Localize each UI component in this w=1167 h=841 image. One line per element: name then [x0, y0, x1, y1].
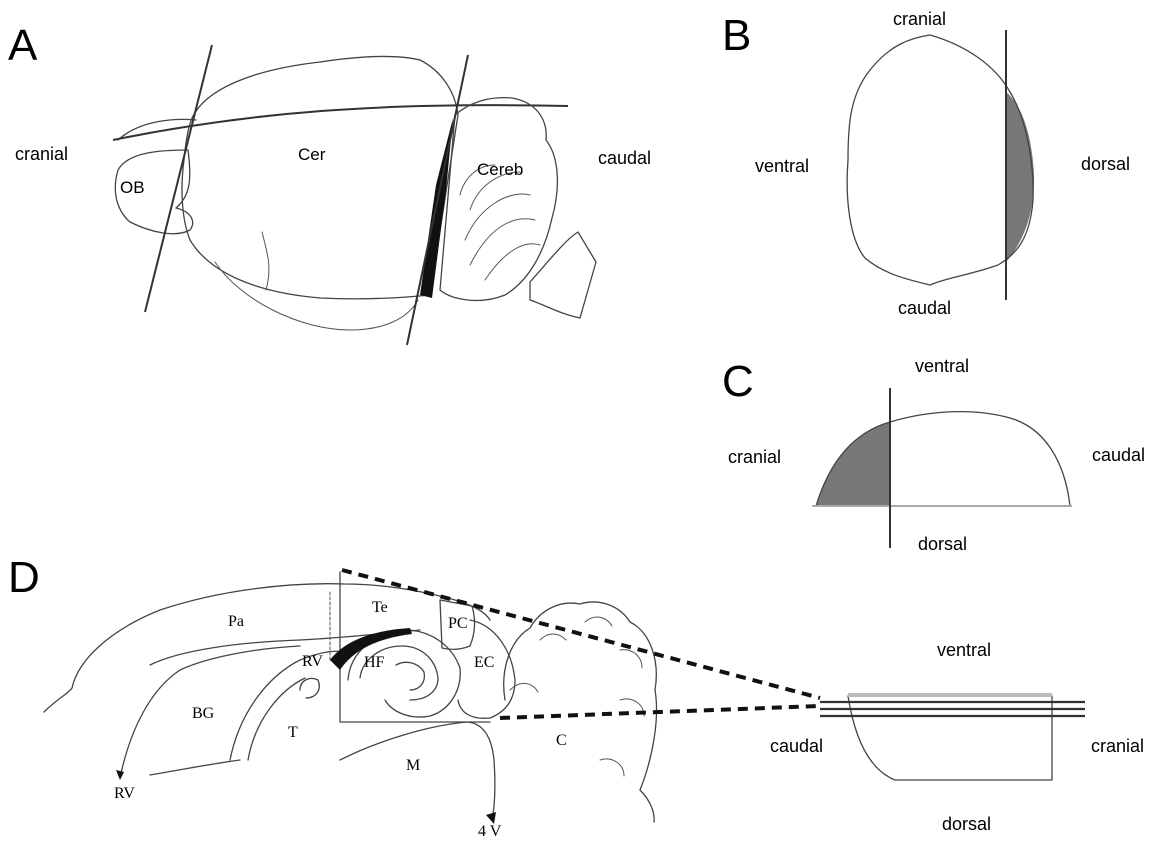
cerebellum-folia-4: [485, 244, 540, 280]
rv-outer-label: RV: [114, 785, 135, 802]
inset-dorsal-label: dorsal: [942, 814, 991, 834]
cerebellum-d-folia-3: [620, 650, 642, 668]
te-label: Te: [372, 599, 388, 616]
panel-c-caudal-label: caudal: [1092, 445, 1145, 465]
inset-section-top-band: [848, 693, 1052, 697]
ec-label: EC: [474, 654, 494, 671]
inset-caudal-label: caudal: [770, 736, 823, 756]
fourth-ventricle-label: 4 V: [478, 823, 502, 840]
panel-b-cranial-label: cranial: [893, 9, 946, 29]
panel-d-letter: D: [8, 553, 40, 602]
dorsal-midline: [113, 105, 568, 140]
cerebellum-d-folia-1: [540, 634, 566, 640]
projection-line-bottom: [500, 706, 820, 718]
pallium-outline: [44, 584, 490, 712]
cerebellum-d-folia-2: [585, 617, 612, 626]
panel-b: B cranial caudal ventral dorsal: [722, 9, 1130, 318]
ob-label: OB: [120, 178, 145, 197]
cerebrum-outline: [182, 56, 458, 298]
panel-c-cranial-label: cranial: [728, 447, 781, 467]
pc-label: PC: [448, 615, 468, 632]
rostral-cut-line: [145, 45, 212, 312]
panel-b-caudal-label: caudal: [898, 298, 951, 318]
panel-a: A OB Cer Cereb cranial caudal: [8, 21, 651, 345]
ventral-edge: [150, 760, 240, 775]
panel-b-letter: B: [722, 11, 751, 60]
rv-small-loop: [300, 678, 319, 698]
inset-ventral-label: ventral: [937, 640, 991, 660]
m-label: M: [406, 757, 420, 774]
panel-c-dorsal-label: dorsal: [918, 534, 967, 554]
cerebellum-folia-2: [465, 194, 530, 240]
ventricle-curve: [230, 651, 345, 760]
c-label: C: [556, 732, 567, 749]
cereb-label: Cereb: [477, 160, 523, 179]
cer-label: Cer: [298, 145, 326, 164]
panel-a-letter: A: [8, 21, 38, 70]
panel-c: C ventral dorsal cranial caudal: [722, 356, 1145, 554]
caudal-cut-line: [407, 55, 468, 345]
pa-label: Pa: [228, 613, 244, 630]
panel-c-letter: C: [722, 357, 754, 406]
bg-label: BG: [192, 705, 215, 722]
panel-b-shaded-section: [1006, 92, 1034, 262]
t-label: T: [288, 724, 298, 741]
panel-c-shaded-section: [816, 422, 890, 506]
panel-b-dorsal-label: dorsal: [1081, 154, 1130, 174]
cerebrum-fold: [262, 232, 269, 290]
rv-inner-label: RV: [302, 653, 323, 670]
panel-b-ventral-label: ventral: [755, 156, 809, 176]
panel-a-caudal-label: caudal: [598, 148, 651, 168]
thalamus-curve: [248, 678, 305, 760]
projection-line-top: [342, 570, 820, 698]
cerebellum-d-folia-6: [600, 759, 624, 776]
cerebrum-lower-lobe: [215, 262, 418, 330]
hf-label: HF: [364, 654, 385, 671]
inset-cranial-label: cranial: [1091, 736, 1144, 756]
panel-c-ventral-label: ventral: [915, 356, 969, 376]
panel-d: D: [8, 553, 1144, 840]
rv-arrow: [116, 770, 124, 780]
panel-a-cranial-label: cranial: [15, 144, 68, 164]
hippocampus-dentate: [396, 662, 424, 690]
